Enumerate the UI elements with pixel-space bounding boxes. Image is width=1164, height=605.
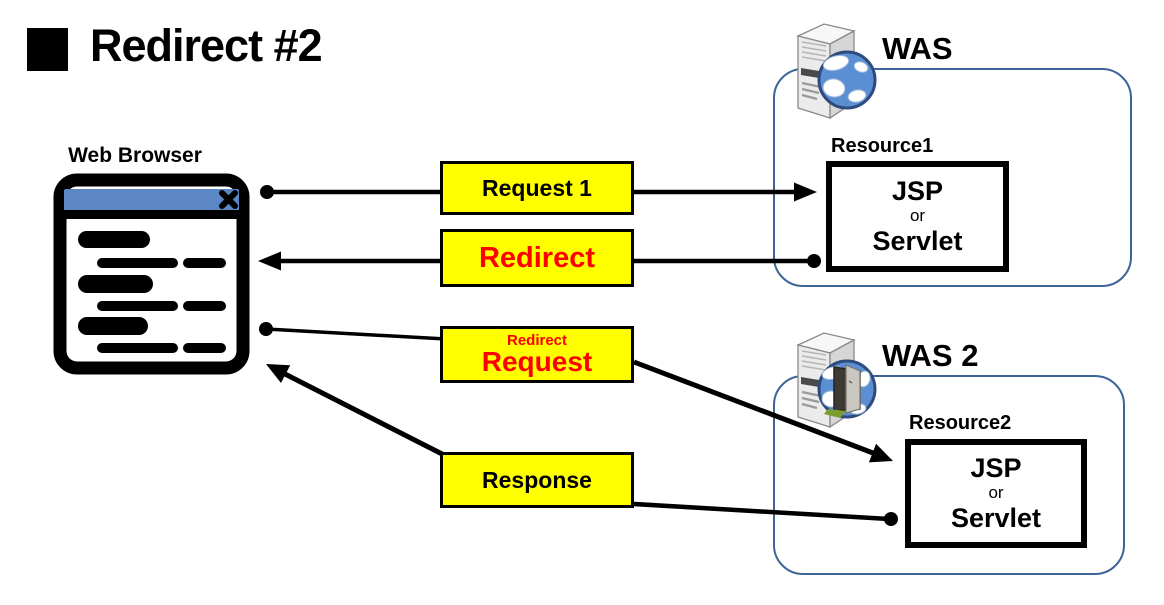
server-globe-icon	[796, 23, 877, 120]
message-box-request1: Request 1	[440, 161, 634, 215]
browser-window-icon	[53, 173, 250, 375]
message-redirect-label: Redirect	[478, 241, 596, 274]
page-title: Redirect #2	[90, 20, 323, 71]
resource2-label: Resource2	[909, 412, 1012, 434]
resource2-line-or: or	[988, 483, 1004, 503]
resource2-line-servlet: Servlet	[950, 502, 1042, 533]
browser-titlebar	[64, 189, 239, 211]
browser-label: Web Browser	[68, 144, 202, 167]
resource1-box: JSP or Servlet	[826, 161, 1009, 272]
resource1-line-servlet: Servlet	[872, 225, 963, 256]
browser-content-lines	[78, 231, 226, 353]
resource1-line-jsp: JSP	[891, 175, 944, 206]
message-redirect-request-label: Request	[481, 346, 593, 377]
message-box-response: Response	[440, 452, 634, 508]
was1-label: WAS	[882, 31, 953, 66]
server-open-door-globe-icon	[796, 332, 877, 429]
message-box-redirect: Redirect	[440, 229, 634, 287]
message-response-label: Response	[482, 466, 592, 493]
message-box-redirect-request: Redirect Request	[440, 326, 634, 383]
message-redirect-request-small-label: Redirect	[506, 332, 568, 349]
resource1-label: Resource1	[831, 135, 934, 157]
resource1-line-or: or	[909, 206, 926, 226]
resource2-box: JSP or Servlet	[905, 439, 1087, 548]
resource2-line-jsp: JSP	[970, 452, 1022, 483]
was2-label: WAS 2	[882, 338, 979, 373]
title-bullet-square	[27, 28, 68, 71]
close-icon	[219, 190, 238, 209]
message-request1-label: Request 1	[482, 174, 592, 201]
